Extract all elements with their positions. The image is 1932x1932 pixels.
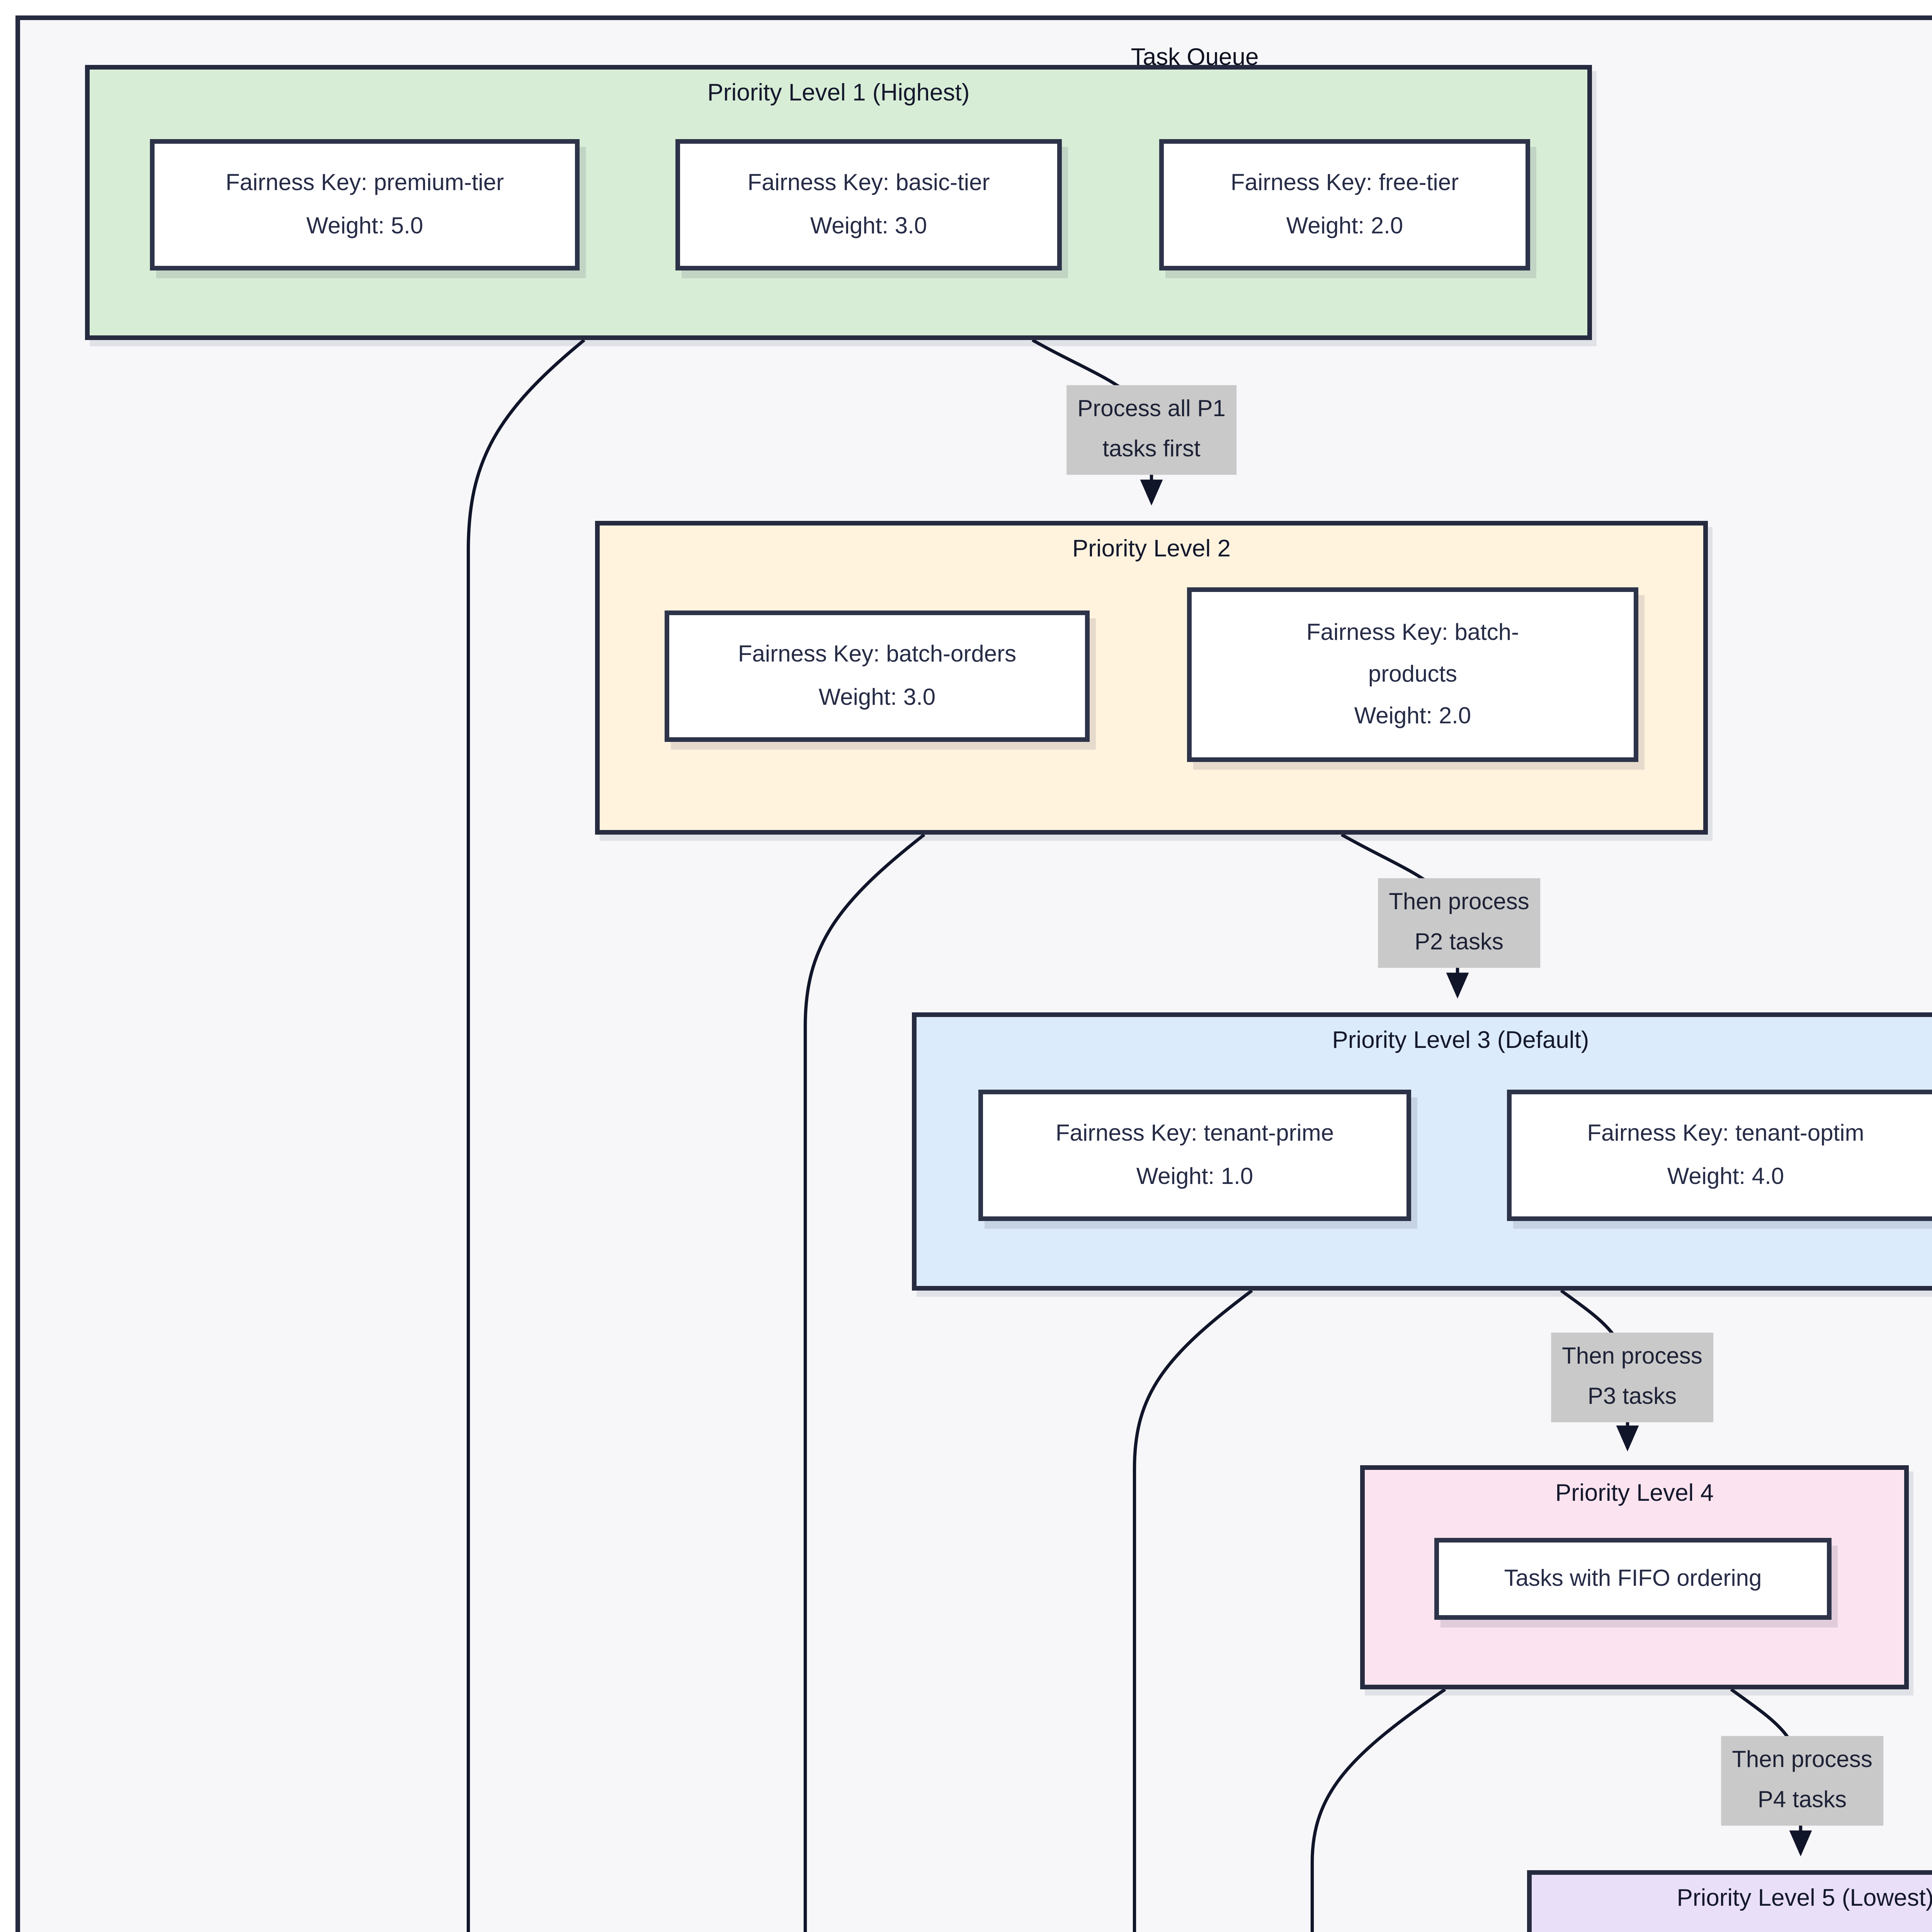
arrow-p2-to-p3: [1340, 833, 1469, 999]
arrow-p4-to-workers: [1310, 1688, 1446, 1932]
arrow-p3-to-p4: [1560, 1289, 1639, 1452]
arrow-p3-to-workers: [1133, 1289, 1253, 1932]
arrow-p2-to-workers: [803, 833, 925, 1932]
arrow-p1-to-workers: [466, 338, 585, 1932]
arrow-p4-to-p5: [1730, 1688, 1812, 1857]
arrow-p1-to-p2: [1031, 338, 1163, 506]
